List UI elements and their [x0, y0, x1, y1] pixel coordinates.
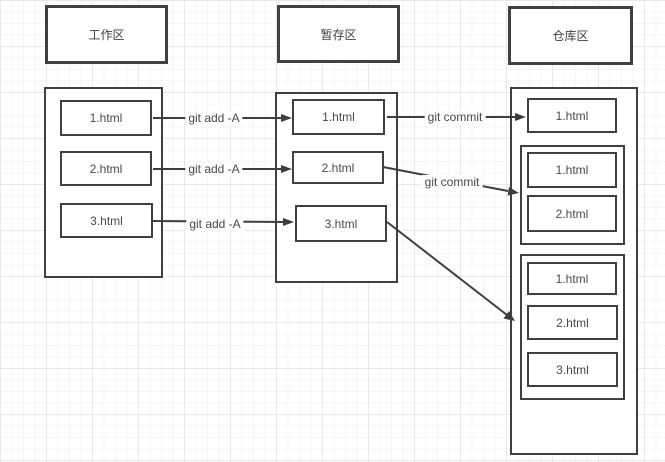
- repo-group-a-file-2: 2.html: [527, 195, 617, 232]
- git-add-label-3: git add -A: [186, 217, 244, 231]
- repo-group-b-file-1-label: 1.html: [555, 271, 589, 286]
- repo-group-b-file-2: 2.html: [527, 305, 618, 340]
- staging-file-1-label: 1.html: [322, 110, 355, 124]
- commit-group-b-arrow: [386, 221, 515, 321]
- repo-group-a-file-1-label: 1.html: [555, 163, 589, 177]
- staging-file-3: 3.html: [295, 205, 387, 242]
- repo-group-b-file-3: 3.html: [527, 352, 618, 387]
- repo-group-b-file-2-label: 2.html: [556, 315, 589, 330]
- working-area-title-label: 工作区: [88, 28, 125, 42]
- repo-group-a-file-1: 1.html: [527, 152, 617, 188]
- repo-group-b-file-3-label: 3.html: [556, 362, 589, 377]
- git-commit-label-1: git commit: [424, 110, 486, 124]
- staging-file-1: 1.html: [292, 99, 385, 135]
- repository-area-title-box: 仓库区: [508, 6, 633, 65]
- working-file-1: 1.html: [60, 100, 152, 136]
- staging-file-3-label: 3.html: [324, 216, 358, 231]
- working-file-3-label: 3.html: [90, 213, 123, 228]
- working-file-2: 2.html: [60, 151, 152, 186]
- git-add-label-2: git add -A: [185, 162, 243, 176]
- working-area-title-box: 工作区: [45, 5, 168, 64]
- staging-area-title-box: 暂存区: [277, 5, 400, 63]
- git-add-label-1: git add -A: [185, 111, 243, 125]
- repo-standalone-file: 1.html: [527, 98, 617, 133]
- repo-standalone-file-label: 1.html: [555, 108, 589, 123]
- staging-area-title-label: 暂存区: [320, 27, 357, 42]
- staging-file-2-label: 2.html: [321, 160, 355, 175]
- git-commit-label-2: git commit: [421, 175, 483, 189]
- working-file-3: 3.html: [60, 203, 153, 238]
- working-file-1-label: 1.html: [89, 111, 123, 125]
- repository-area-title-label: 仓库区: [552, 29, 589, 43]
- repo-group-b-file-1: 1.html: [527, 262, 617, 295]
- staging-file-2: 2.html: [292, 151, 384, 184]
- repo-group-a-file-2-label: 2.html: [555, 206, 589, 221]
- working-file-2-label: 2.html: [89, 161, 123, 176]
